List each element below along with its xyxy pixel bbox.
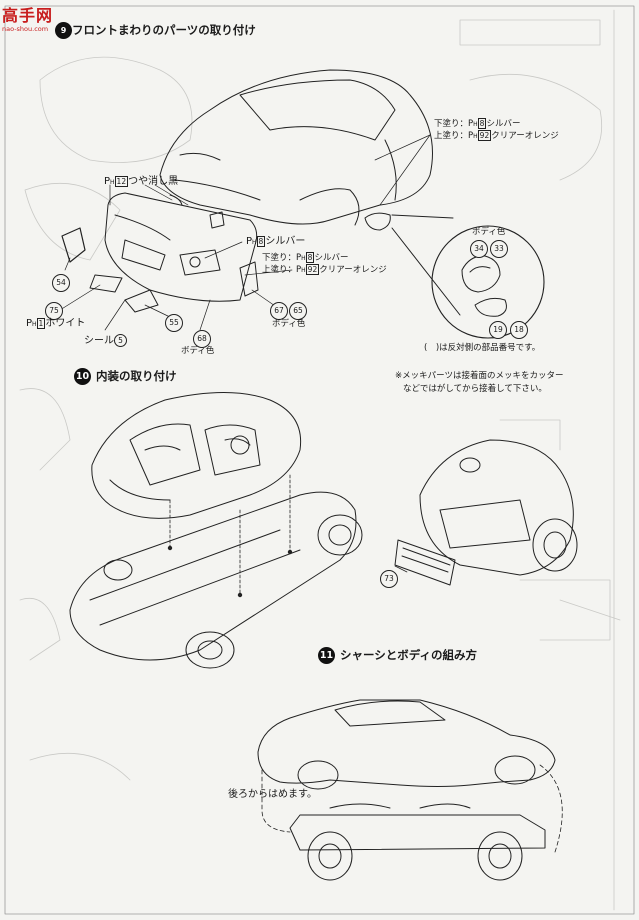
- step11-title: シャーシとボディの組み方: [340, 648, 477, 662]
- part-68-body-color: ボディ色: [181, 346, 215, 356]
- attachment-points: [167, 545, 293, 598]
- part-55: 55: [165, 314, 183, 332]
- step10-chassis: [69, 491, 363, 669]
- part-67: 67: [270, 302, 288, 320]
- step11-body: [257, 699, 556, 790]
- step9-leader-lines: [59, 134, 431, 331]
- step11-guide-lines: [261, 764, 563, 853]
- part-33: 33: [490, 240, 508, 258]
- plating-note-line2: などではがしてから接着して下さい。: [403, 384, 547, 394]
- ghost-background-art: [19, 19, 621, 781]
- part-75: 75: [45, 302, 63, 320]
- step9-front-bumper: [104, 192, 258, 302]
- watermark-text: 高手网: [2, 6, 54, 25]
- back-first-note: 後ろからはめます。: [228, 789, 317, 800]
- plating-note-line1: ※メッキパーツは接着面のメッキをカッター: [395, 371, 564, 381]
- part-54: 54: [52, 274, 70, 292]
- part-19: 19: [489, 321, 507, 339]
- step9-title: フロントまわりのパーツの取り付け: [72, 23, 256, 37]
- page-border: [4, 5, 635, 915]
- part-18: 18: [510, 321, 528, 339]
- step11-chassis: [289, 803, 546, 881]
- watermark-url: nao-shou.com: [2, 25, 49, 33]
- part-73: 73: [380, 570, 398, 588]
- part-68: 68: [193, 330, 211, 348]
- site-watermark-logo: 高手网 nao-shou.com: [2, 2, 53, 33]
- step10-guide-lines: [169, 474, 291, 596]
- mirror-detail-callout: [391, 214, 545, 339]
- step10-rear-chassis: [394, 439, 578, 586]
- step10-interior-tub: [91, 392, 302, 519]
- step10-title: 内装の取り付け: [96, 369, 177, 383]
- part-34: 34: [470, 240, 488, 258]
- step9-small-parts: [61, 194, 391, 313]
- step11-badge: 11: [318, 647, 335, 664]
- step10-badge: 10: [74, 368, 91, 385]
- step9-car-body: [159, 69, 433, 226]
- part-67-body-color: ボディ色: [272, 319, 306, 329]
- part-65: 65: [289, 302, 307, 320]
- mirror-body-color-label: ボディ色: [472, 227, 506, 237]
- step9-badge-icon: 9: [55, 22, 72, 39]
- opposite-side-note: ( )は反対側の部品番号です。: [424, 343, 541, 353]
